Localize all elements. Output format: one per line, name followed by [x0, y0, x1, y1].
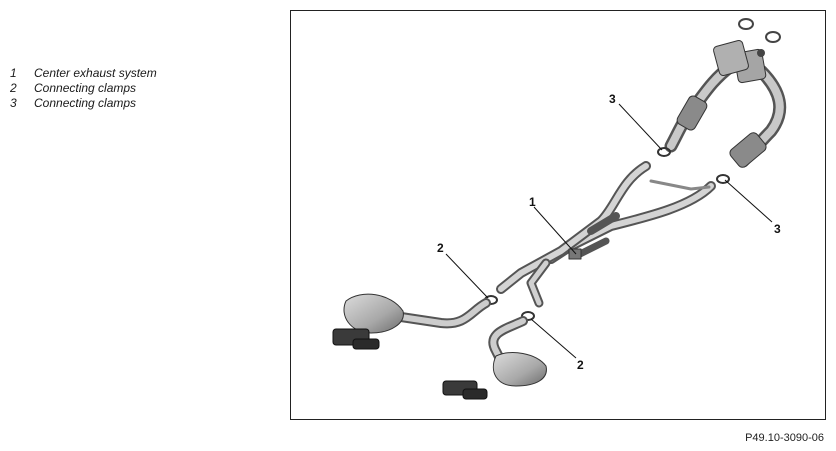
parts-legend: 1 Center exhaust system 2 Connecting cla… — [10, 66, 157, 111]
manifold-clamps — [738, 18, 781, 43]
callout-2-right: 2 — [577, 358, 584, 372]
legend-label: Center exhaust system — [34, 66, 157, 80]
exhaust-diagram: 1 2 2 3 3 — [332, 18, 787, 400]
legend-label: Connecting clamps — [34, 96, 137, 110]
figure-reference: P49.10-3090-06 — [745, 432, 824, 444]
callout-2-left: 2 — [437, 241, 444, 255]
rear-muffler-left — [332, 293, 491, 350]
legend-number: 1 — [10, 66, 17, 80]
leader-3b — [724, 179, 773, 223]
connecting-clamps-3 — [657, 147, 730, 184]
catalytic-converter-right — [729, 48, 787, 168]
center-exhaust-system — [496, 161, 716, 308]
connecting-clamps-2 — [484, 295, 535, 321]
legend-item-2: 2 Connecting clamps — [10, 81, 157, 96]
legend-item-3: 3 Connecting clamps — [10, 96, 157, 111]
callout-leaders — [445, 103, 773, 359]
legend-number: 2 — [10, 81, 17, 95]
legend-label: Connecting clamps — [34, 81, 137, 95]
exhaust-diagram-frame: 1 2 2 3 3 — [290, 10, 826, 420]
catalytic-converter-left — [664, 40, 765, 153]
legend-item-1: 1 Center exhaust system — [10, 66, 157, 81]
rear-muffler-right — [442, 316, 547, 400]
legend-number: 3 — [10, 96, 17, 110]
leader-1 — [533, 206, 577, 255]
callout-1: 1 — [529, 195, 536, 209]
callout-3-left: 3 — [609, 92, 616, 106]
leader-2a — [445, 253, 489, 299]
callout-3-right: 3 — [774, 222, 781, 236]
leader-3a — [618, 103, 663, 151]
leader-2b — [530, 318, 577, 359]
